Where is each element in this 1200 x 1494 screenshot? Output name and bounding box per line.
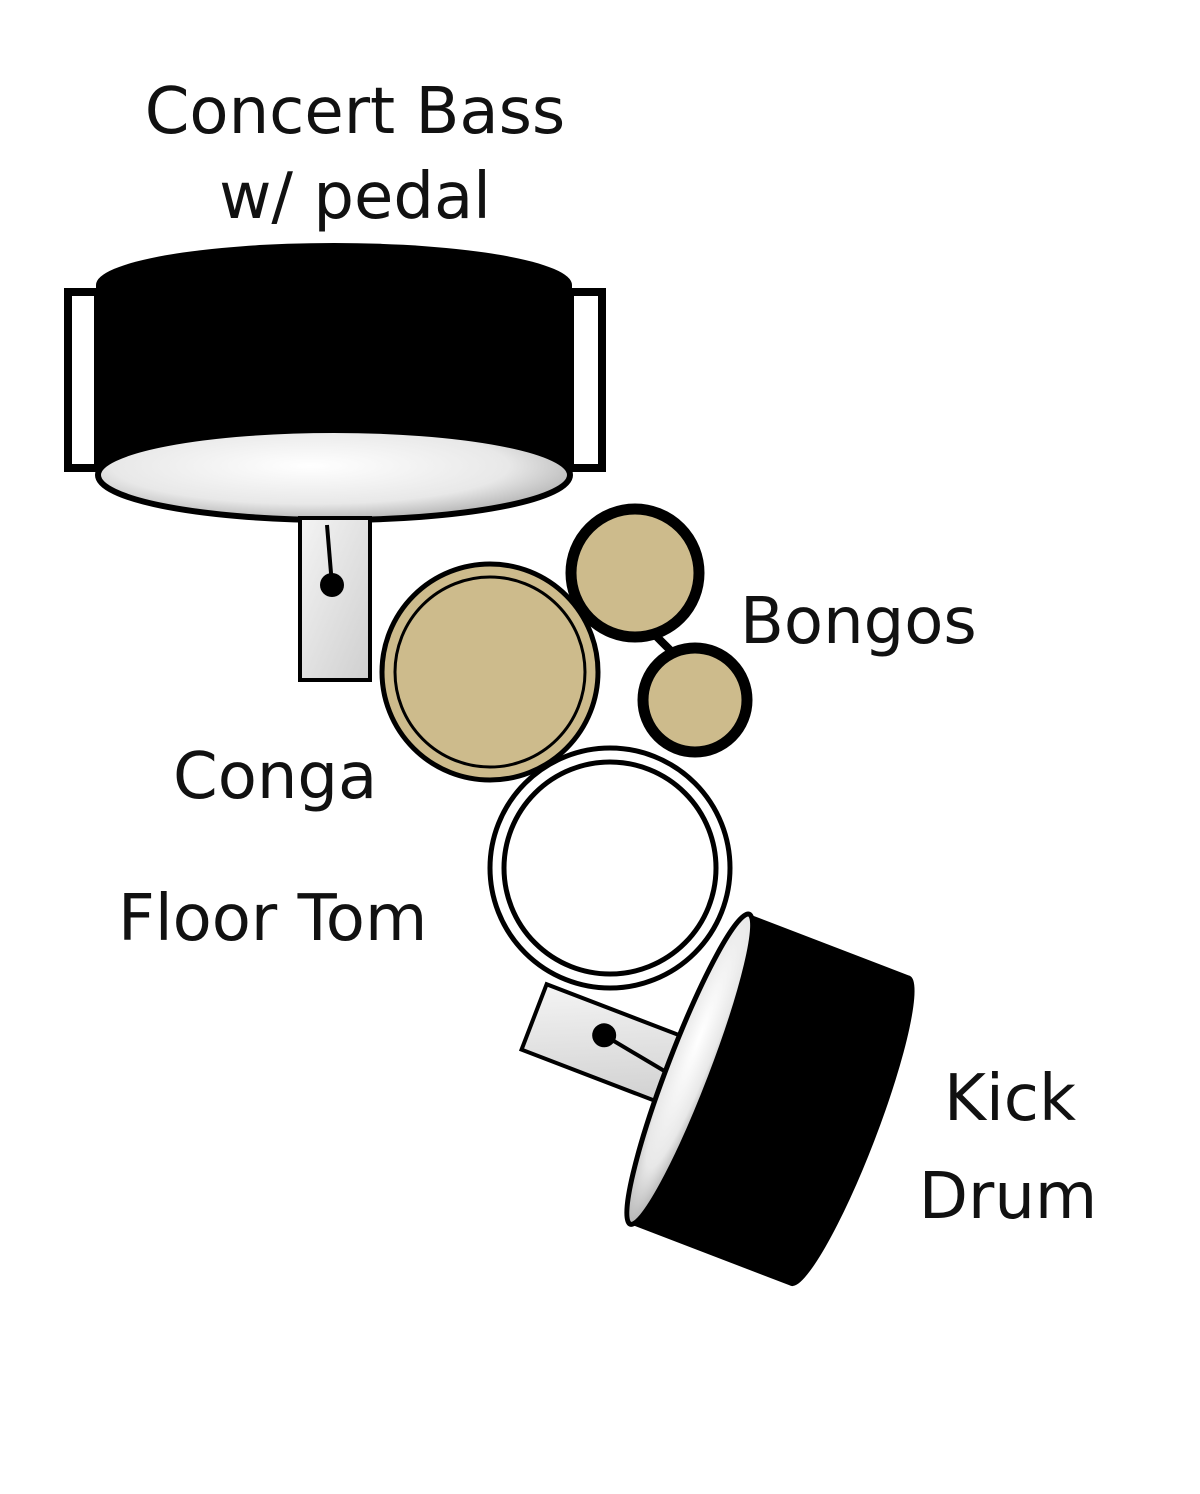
label-floor-tom: Floor Tom — [118, 882, 427, 956]
kick-drum — [624, 911, 915, 1287]
bongo-low — [637, 642, 753, 758]
label-kick: Kick — [944, 1062, 1076, 1136]
right-lug — [566, 288, 606, 472]
left-lug — [64, 288, 102, 472]
floor-tom — [487, 745, 733, 991]
beater-dot — [320, 573, 344, 597]
label-concert-bass: Concert Bass — [145, 75, 566, 149]
conga — [379, 561, 601, 783]
kick-pedal — [518, 981, 699, 1110]
beater-dot — [592, 1023, 617, 1048]
bass-pedal — [298, 516, 372, 682]
label-bongos: Bongos — [740, 585, 977, 659]
pedal-plate — [298, 516, 372, 682]
label-concert-bass-pedal: w/ pedal — [219, 160, 491, 234]
drum-head — [624, 911, 756, 1227]
shell-body — [630, 914, 910, 1286]
bongo-high — [565, 503, 705, 643]
drum-head — [95, 427, 573, 523]
label-kick-drum: Drum — [919, 1160, 1098, 1234]
concert-bass-drum — [64, 243, 606, 523]
bongos — [565, 503, 753, 758]
label-conga: Conga — [173, 740, 377, 814]
